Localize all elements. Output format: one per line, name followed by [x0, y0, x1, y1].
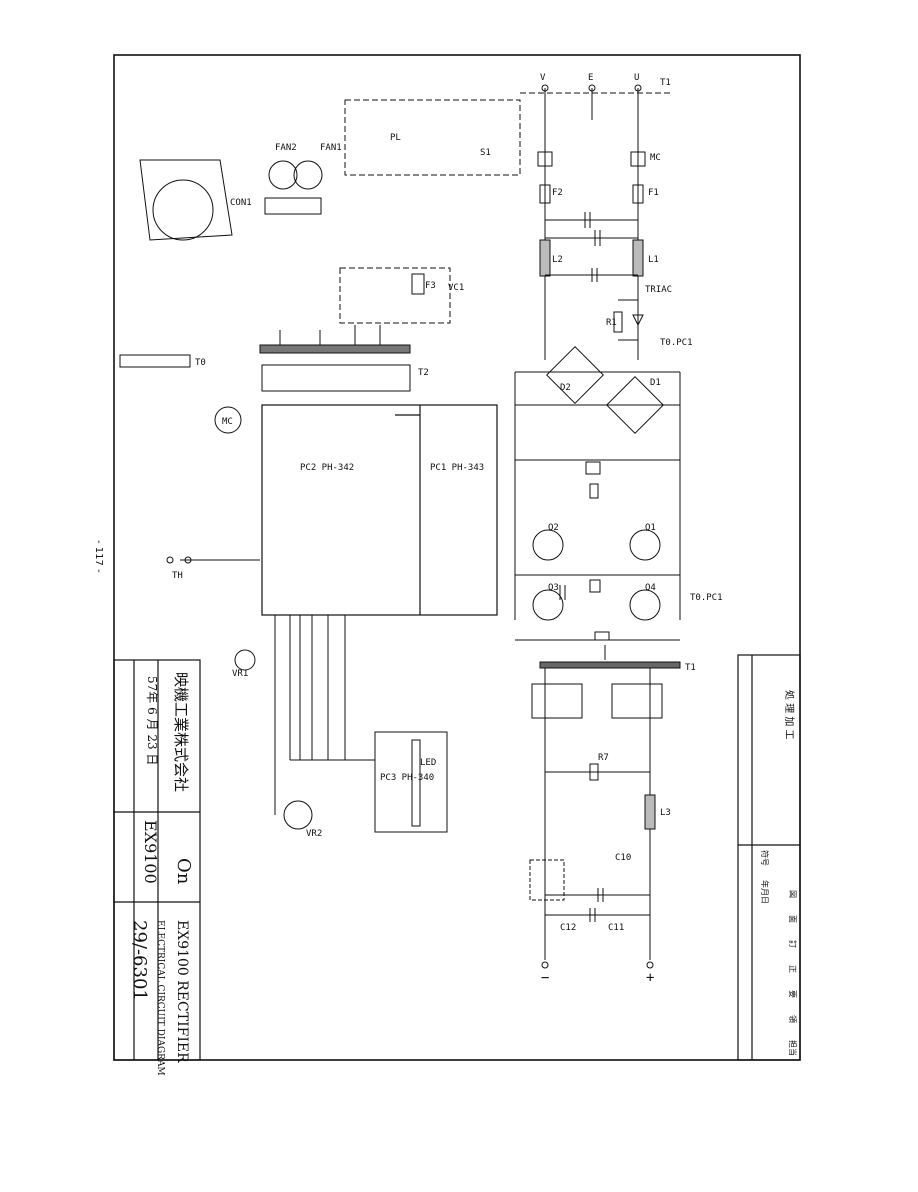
product-name: EX9100 RECTIFIER	[174, 920, 190, 1063]
fuse-f3-label: F3	[425, 281, 436, 291]
fan1-label: FAN1	[320, 143, 342, 153]
vr2-label: VR2	[306, 829, 322, 839]
q3-label: Q3	[548, 583, 559, 593]
inductor-l1-label: L1	[648, 255, 659, 265]
pilot-lamp-label: PL	[390, 133, 401, 143]
signature: On	[173, 858, 194, 885]
revision-col-5: 訂	[788, 940, 798, 948]
revision-col-6: 正	[788, 965, 797, 973]
revision-col-9: 担当	[788, 1040, 798, 1056]
led-label: LED	[420, 758, 436, 768]
revision-col-4: 面	[788, 915, 797, 923]
drawing-date: 57年 6 月 23 日	[145, 676, 159, 765]
drawing-title: ELECTRICAL CIRCUIT DIAGRAM	[155, 920, 165, 1076]
revision-col-1: 符号	[760, 850, 770, 866]
fuse-f1-label: F1	[648, 188, 659, 198]
d2-label: D2	[560, 383, 571, 393]
terminal-u: U	[634, 73, 639, 83]
contactor-label: MC	[650, 153, 661, 163]
r7-label: R7	[598, 753, 609, 763]
pcb1-label: PC1 PH-343	[430, 463, 484, 473]
inductor-l2-label: L2	[552, 255, 563, 265]
c10-label: C10	[615, 853, 631, 863]
page-number: - 117 -	[93, 540, 104, 573]
revision-col-7: 要	[788, 990, 797, 998]
trans-label-2: T0.PC1	[690, 593, 723, 603]
company-name: 映機工業株式会社	[172, 672, 190, 792]
drawing-border	[113, 54, 801, 1061]
vc-board-label: VC1	[448, 283, 464, 293]
terminal-t0	[119, 354, 260, 671]
thermal-label: TH	[172, 571, 183, 581]
fuse-f2-label: F2	[552, 188, 563, 198]
meter-label: MC	[222, 417, 233, 427]
out-transformer-label: T1	[685, 663, 696, 673]
transformer-label: T2	[418, 368, 429, 378]
switch-label: S1	[480, 148, 491, 158]
c11-label: C11	[608, 923, 624, 933]
mains-block-label: T1	[660, 78, 671, 88]
title-block-text: 映機工業株式会社 57年 6 月 23 日 EX9100 EX9100 RECT…	[129, 672, 194, 1076]
control-transformer	[259, 267, 451, 392]
drawing-number: 29/-6301	[129, 920, 150, 1001]
revision-col-3: 図	[788, 890, 797, 898]
revision-header: 処 理 加 工	[783, 690, 796, 740]
revision-col-2: 年月日	[760, 880, 770, 904]
vr1-label: VR1	[232, 669, 248, 679]
q4-label: Q4	[645, 583, 656, 593]
revision-block-frame	[737, 654, 801, 1061]
triac-label: TRIAC	[645, 285, 672, 295]
c12-label: C12	[560, 923, 576, 933]
inverter-section	[515, 459, 681, 960]
pcb2-label: PC2 PH-342	[300, 463, 354, 473]
r1-label: R1	[606, 318, 617, 328]
led-board	[274, 615, 448, 833]
terminal-e: E	[588, 73, 593, 83]
terminal-v: V	[540, 73, 546, 83]
connector-label: CON1	[230, 198, 252, 208]
model-number: EX9100	[141, 820, 160, 884]
revision-block-text: 処 理 加 工 符号 年月日 図 面 訂 正 要 領 担当	[760, 690, 798, 1056]
revision-col-8: 領	[788, 1015, 798, 1023]
q1-label: Q1	[645, 523, 656, 533]
pcb-boards	[261, 404, 498, 616]
fans-connector	[139, 159, 323, 241]
output-minus: −	[541, 970, 549, 986]
output-section	[529, 763, 656, 969]
fan2-label: FAN2	[275, 143, 297, 153]
terminal-block-label: T0	[195, 358, 206, 368]
inductor-l3-label: L3	[660, 808, 671, 818]
pcb3-label: PC3 PH-340	[380, 773, 434, 783]
diode-bridges	[514, 346, 681, 620]
output-plus: +	[646, 970, 654, 986]
mains-input	[344, 84, 670, 360]
title-block-frame	[113, 659, 201, 1061]
trans-label-1: T0.PC1	[660, 338, 693, 348]
d1-label: D1	[650, 378, 661, 388]
q2-label: Q2	[548, 523, 559, 533]
